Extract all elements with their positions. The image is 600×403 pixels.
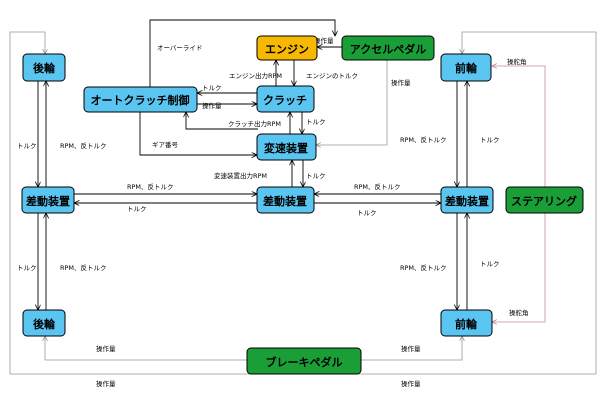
rpm-reverse-torque-label: RPM、反トルク bbox=[400, 135, 447, 144]
accelerator-pedal-label: アクセルペダル bbox=[350, 42, 426, 56]
operation-amount-label: 操作量 bbox=[401, 344, 421, 353]
engine-torque-label: エンジンのトルク bbox=[306, 72, 358, 80]
rear-wheel-top-label: 後輪 bbox=[33, 61, 56, 75]
torque-label: トルク bbox=[306, 172, 326, 180]
torque-label: トルク bbox=[480, 260, 500, 268]
torque-label: トルク bbox=[480, 136, 500, 144]
brake-pedal-label: ブレーキペダル bbox=[266, 355, 343, 369]
differential-right-node: 差動装置 bbox=[440, 186, 494, 214]
auto-clutch-control-label: オートクラッチ制御 bbox=[91, 93, 190, 107]
engine-output-rpm-label: エンジン出力RPM bbox=[229, 71, 282, 80]
operation-amount-label: 操作量 bbox=[401, 379, 421, 388]
rear-wheel-bottom-node: 後輪 bbox=[22, 309, 66, 337]
steering-to-frontwheel-top-edge bbox=[492, 66, 546, 187]
brake-pedal-node: ブレーキペダル bbox=[246, 347, 362, 375]
rpm-reverse-torque-label: RPM、反トルク bbox=[127, 182, 174, 191]
differential-center-node: 差動装置 bbox=[256, 186, 315, 214]
nodes: 後輪 エンジン アクセルペダル 前輪 オートクラッチ制御 クラッチ bbox=[21, 35, 584, 375]
brake-to-rearwheel-bottom-edge bbox=[45, 336, 247, 361]
gear-number-edge bbox=[139, 112, 257, 155]
clutch-output-rpm-label: クラッチ出力RPM bbox=[228, 119, 281, 128]
torque-label: トルク bbox=[17, 264, 37, 272]
brake-to-frontwheel-top-edge bbox=[352, 31, 597, 375]
rpm-reverse-torque-label: RPM、反トルク bbox=[60, 141, 107, 150]
operation-amount-label: 操作量 bbox=[96, 379, 116, 388]
override-edge bbox=[149, 19, 335, 87]
torque-label: トルク bbox=[357, 209, 377, 217]
torque-label: トルク bbox=[17, 142, 37, 150]
differential-left-node: 差動装置 bbox=[21, 186, 75, 214]
operation-amount-label: 操作量 bbox=[202, 101, 222, 110]
steering-node: ステアリング bbox=[505, 186, 584, 214]
edges bbox=[9, 19, 597, 375]
torque-label: トルク bbox=[202, 84, 222, 92]
transmission-node: 変速装置 bbox=[256, 133, 317, 161]
operation-amount-label: 操作量 bbox=[391, 78, 411, 87]
rpm-reverse-torque-label: RPM、反トルク bbox=[60, 263, 107, 272]
engine-label: エンジン bbox=[265, 43, 309, 56]
differential-right-label: 差動装置 bbox=[445, 194, 489, 208]
brake-to-rearwheel-top-edge bbox=[9, 31, 255, 375]
operation-amount-label: 操作量 bbox=[96, 344, 116, 353]
steering-angle-label: 操舵角 bbox=[509, 308, 529, 317]
override-label: オーバーライド bbox=[157, 44, 202, 52]
torque-label: トルク bbox=[306, 118, 326, 126]
rear-wheel-bottom-label: 後輪 bbox=[33, 317, 56, 331]
brake-to-frontwheel-bottom-edge bbox=[361, 336, 462, 361]
engine-node: エンジン bbox=[256, 35, 318, 61]
clutch-rpm-edge bbox=[186, 112, 258, 130]
steering-label: ステアリング bbox=[511, 194, 577, 208]
front-wheel-bottom-node: 前輪 bbox=[440, 309, 493, 337]
front-wheel-bottom-label: 前輪 bbox=[455, 317, 478, 331]
auto-clutch-control-node: オートクラッチ制御 bbox=[83, 86, 198, 113]
clutch-node: クラッチ bbox=[256, 85, 315, 113]
rpm-reverse-torque-label: RPM、反トルク bbox=[354, 182, 401, 191]
torque-label: トルク bbox=[127, 205, 147, 213]
front-wheel-top-label: 前輪 bbox=[455, 61, 478, 75]
differential-center-label: 差動装置 bbox=[263, 194, 307, 208]
steering-angle-label: 操舵角 bbox=[507, 57, 527, 66]
front-wheel-top-node: 前輪 bbox=[440, 53, 492, 82]
transmission-output-rpm-label: 変速装置出力RPM bbox=[214, 171, 267, 180]
rear-wheel-top-node: 後輪 bbox=[22, 53, 66, 82]
edge-labels: オーバーライド 操作量 エンジン出力RPM エンジンのトルク 操作量 トルク 操… bbox=[17, 36, 529, 388]
accelerator-pedal-node: アクセルペダル bbox=[341, 35, 435, 61]
transmission-label: 変速装置 bbox=[264, 141, 308, 155]
differential-left-label: 差動装置 bbox=[26, 194, 70, 208]
steering-to-frontwheel-bottom-edge bbox=[492, 213, 546, 322]
gear-number-label: ギア番号 bbox=[152, 141, 179, 149]
operation-amount-label: 操作量 bbox=[314, 36, 334, 45]
clutch-label: クラッチ bbox=[263, 94, 307, 107]
accel-to-transmission-edge bbox=[316, 60, 388, 145]
rpm-reverse-torque-label: RPM、反トルク bbox=[400, 263, 447, 272]
